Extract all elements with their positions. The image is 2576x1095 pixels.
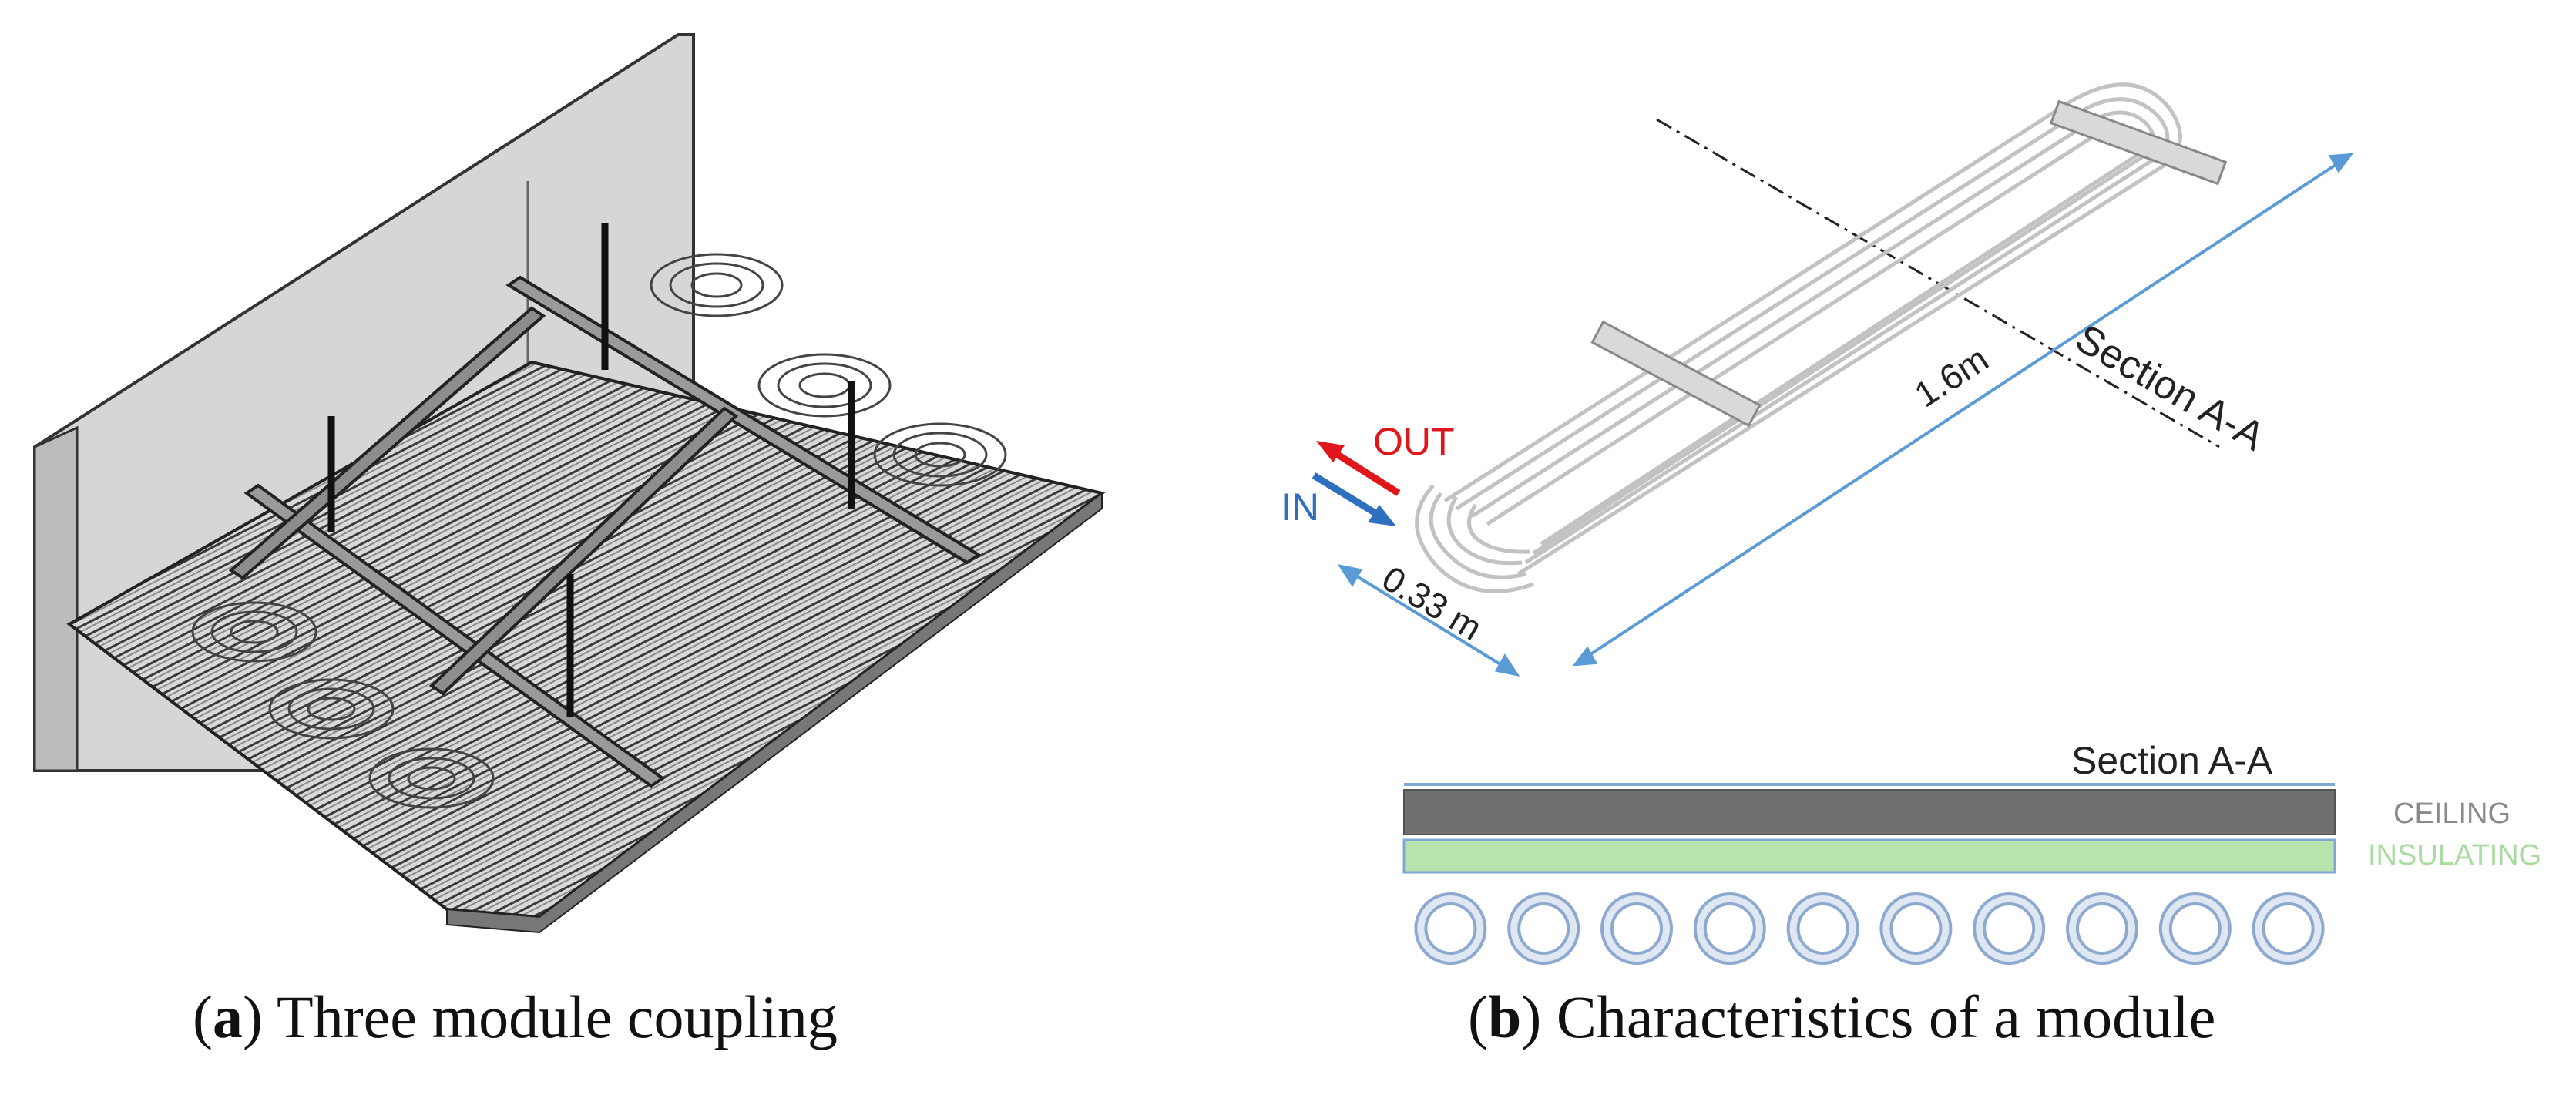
pipe-section <box>1796 902 1849 955</box>
out-label: OUT <box>1373 420 1455 463</box>
pipe-section <box>1517 902 1570 955</box>
pipe-section <box>1610 902 1663 955</box>
pipe-section <box>1983 902 2036 955</box>
out-arrow <box>1316 441 1401 496</box>
caption-b-text: Characteristics of a module <box>1541 983 2216 1050</box>
ceiling-layer <box>1403 789 2336 835</box>
in-label: IN <box>1281 485 1319 529</box>
caption-b-letter: b <box>1487 983 1522 1050</box>
section-a-a: Section A-A CEILING INSULATING <box>1402 739 2541 965</box>
manifold-back <box>2049 99 2228 186</box>
pipe-row <box>1414 892 2325 965</box>
pipe-section <box>1703 902 1756 955</box>
caption-a: (a) Three module coupling <box>193 983 838 1050</box>
insulating-layer <box>1402 838 2336 874</box>
section-line-label: Section A-A <box>2068 316 2272 459</box>
pipe-section <box>2168 902 2222 955</box>
pipe-section <box>2076 902 2128 955</box>
caption-a-letter: a <box>212 983 243 1050</box>
in-arrow <box>1312 472 1396 526</box>
pipe-bundle <box>1415 82 2182 593</box>
width-dimension <box>1337 564 1520 677</box>
support-rails <box>228 275 982 788</box>
panel-b-module: OUT IN 0.33 m 1.6m Section A-A <box>1281 82 2354 677</box>
caption-b: (b) Characteristics of a module <box>1468 983 2216 1050</box>
coil-ends <box>191 253 1007 809</box>
length-label: 1.6m <box>1907 338 1995 415</box>
insulating-label: INSULATING <box>2368 839 2541 872</box>
panel-a-three-module-coupling <box>33 33 1106 934</box>
caption-a-text: Three module coupling <box>262 983 838 1050</box>
pipe-section <box>1424 902 1477 955</box>
hanger-rods <box>327 223 855 717</box>
length-dimension <box>1572 153 2354 667</box>
ceiling-tray-edge <box>446 491 1103 934</box>
pipe-section <box>2262 902 2315 955</box>
pipe-section <box>1889 902 1943 955</box>
ceiling-label: CEILING <box>2393 798 2511 830</box>
wall-side <box>33 425 79 772</box>
section-title: Section A-A <box>2071 739 2273 782</box>
manifold-front <box>1590 320 1762 428</box>
